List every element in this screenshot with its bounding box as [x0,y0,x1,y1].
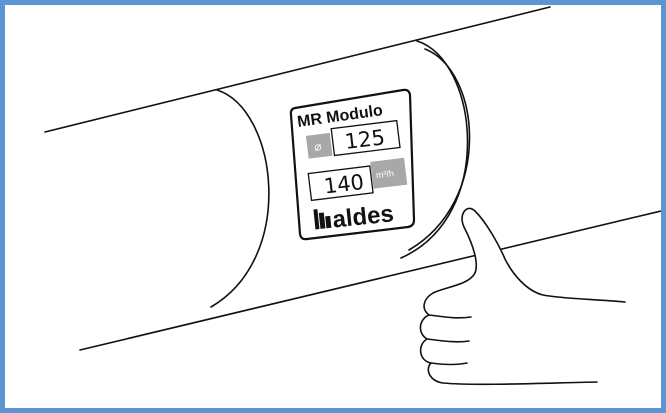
diameter-value-box [330,119,401,157]
diameter-icon: ⌀ [313,139,322,154]
flow-value-box [307,165,374,202]
flow-value: 140 [323,170,366,199]
brand-name: aldes [331,200,395,233]
flow-row: 140 m³/h [307,157,408,202]
sleeve-left-curve [210,89,270,308]
flow-unit-box [370,157,408,189]
sleeve-right-inner-curve [408,48,471,251]
duct-sleeve [210,40,471,308]
product-label: MR Modulo ⌀ 125 140 m³/h [289,88,416,241]
hand-finger-line-2 [426,338,470,343]
hand-finger-line-3 [430,362,468,366]
hand-outline [419,207,626,386]
thumbs-up-icon [419,207,626,386]
diameter-row: ⌀ 125 [305,119,401,159]
duct-illustration: MR Modulo ⌀ 125 140 m³/h [44,6,661,386]
duct-top-edge [44,6,551,133]
flow-unit: m³/h [375,168,394,180]
aldes-logo-icon [313,209,332,230]
sleeve-right-curve [400,40,469,259]
diameter-value: 125 [343,125,386,154]
duct-pipe [44,6,661,351]
hand-finger-line-1 [428,314,472,319]
diameter-symbol-box [305,132,333,159]
duct-bottom-edge [79,210,661,351]
brand-row: aldes [313,200,395,234]
